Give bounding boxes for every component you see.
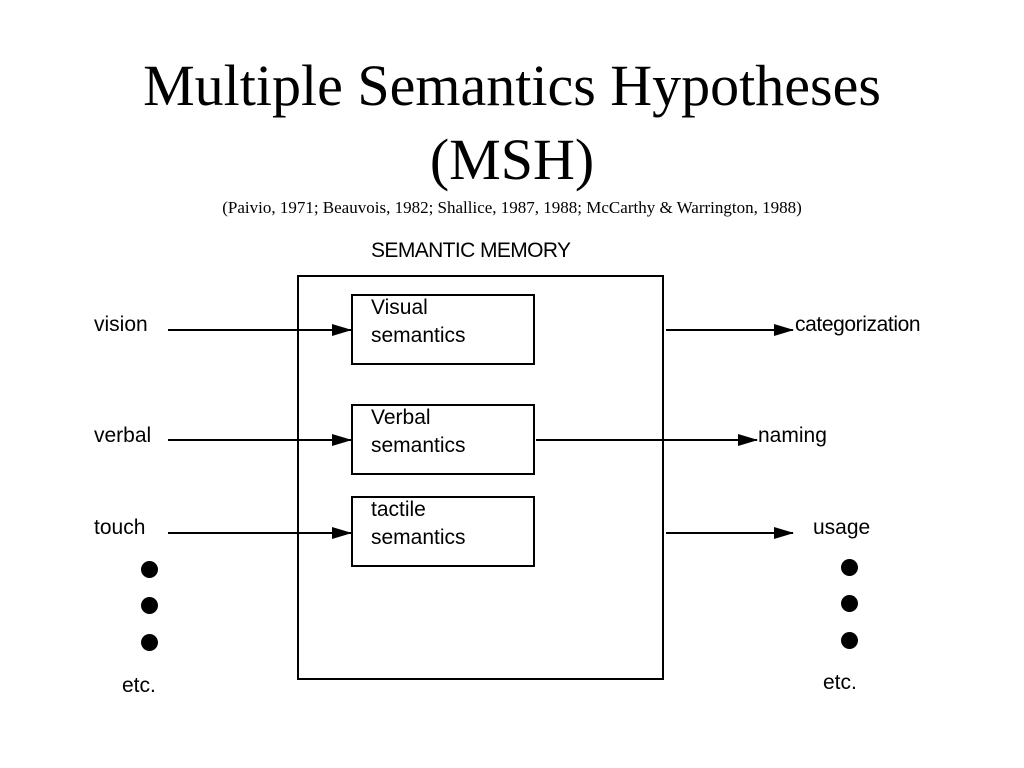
input-label-etc: etc. (122, 674, 156, 697)
page-subtitle-abbreviation: (MSH) (429, 127, 595, 192)
input-continuation-dot (141, 634, 158, 651)
output-continuation-dot (841, 559, 858, 576)
tactile-semantics-box: tactile semantics (351, 496, 535, 567)
tactile-semantics-label-line1: tactile (371, 498, 426, 521)
visual-semantics-label-line1: Visual (371, 296, 428, 319)
citation: (Paivio, 1971; Beauvois, 1982; Shallice,… (222, 198, 802, 217)
semantic-memory-box (297, 275, 664, 680)
output-continuation-dot (841, 595, 858, 612)
output-label-naming: naming (758, 424, 827, 447)
input-continuation-dot (141, 561, 158, 578)
tactile-semantics-label-line2: semantics (371, 526, 466, 549)
verbal-semantics-label-line2: semantics (371, 434, 466, 457)
output-continuation-dot (841, 632, 858, 649)
input-label-touch: touch (94, 516, 146, 539)
verbal-semantics-box: Verbal semantics (351, 404, 535, 475)
output-label-categorization: categorization (795, 313, 921, 336)
visual-semantics-label-line2: semantics (371, 324, 466, 347)
visual-semantics-box: Visual semantics (351, 294, 535, 365)
input-label-vision: vision (94, 313, 148, 336)
page-title: Multiple Semantics Hypotheses (143, 53, 881, 118)
output-label-usage: usage (813, 516, 871, 539)
output-label-etc: etc. (823, 671, 857, 694)
input-continuation-dot (141, 597, 158, 614)
verbal-semantics-label-line1: Verbal (371, 406, 431, 429)
input-label-verbal: verbal (94, 424, 152, 447)
semantic-memory-label: SEMANTIC MEMORY (371, 239, 571, 262)
